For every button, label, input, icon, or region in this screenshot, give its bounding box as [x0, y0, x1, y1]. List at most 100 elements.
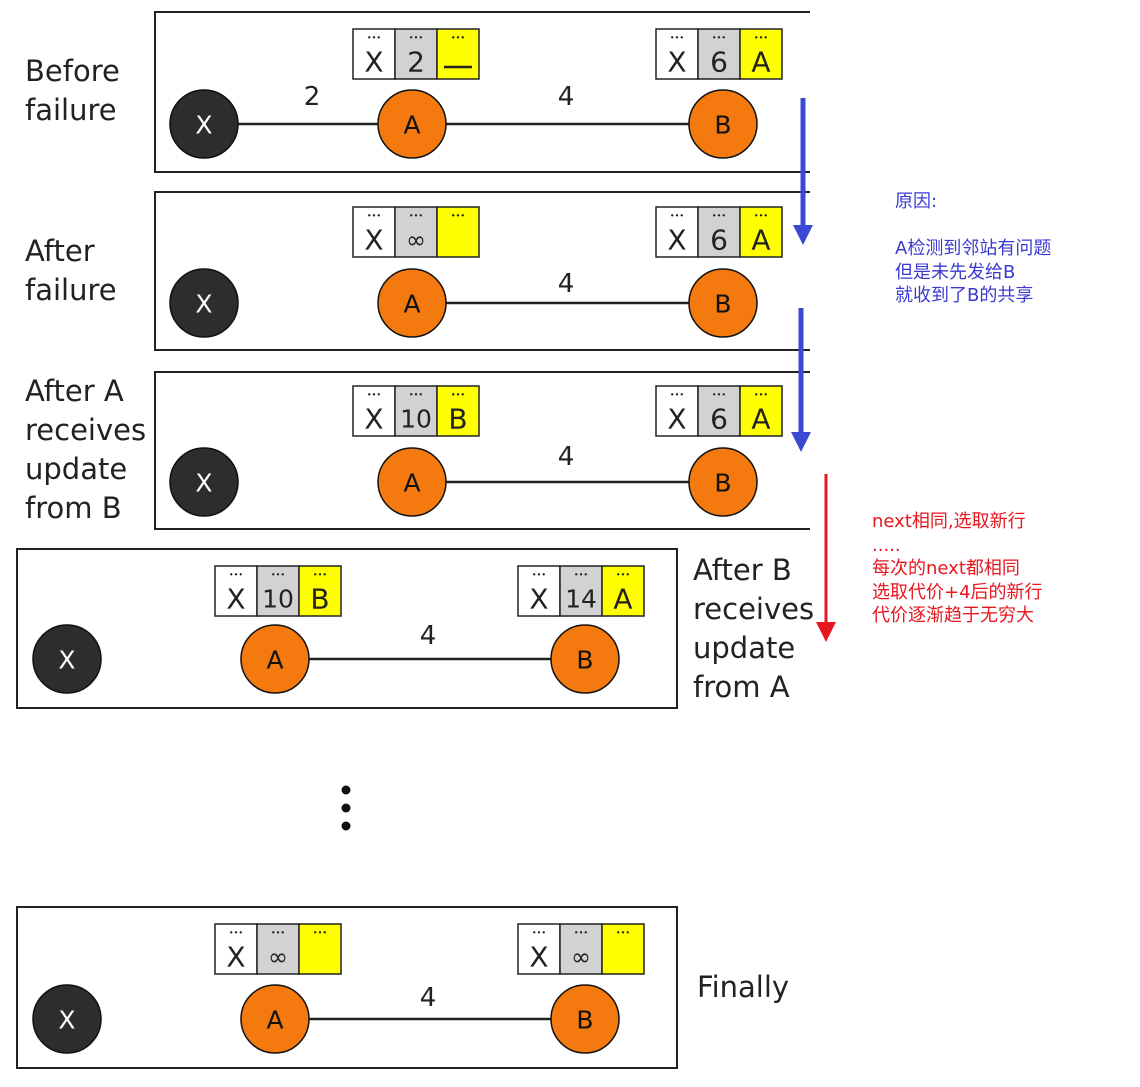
table-cell [739, 206, 783, 258]
table-value: X [226, 941, 245, 974]
table-value: 10 [262, 585, 294, 614]
link-cost-A-B: 4 [558, 269, 575, 299]
table-cell [352, 206, 396, 258]
node-label-A: A [266, 1006, 283, 1035]
node-label-B: B [714, 290, 731, 319]
cell-dots: ••• [451, 391, 465, 400]
cell-dots: ••• [367, 34, 381, 43]
cell-dots: ••• [271, 571, 285, 580]
table-cell [601, 565, 645, 617]
table-value: X [364, 403, 383, 436]
arrow-head [791, 432, 811, 452]
cell-dots: ••• [409, 391, 423, 400]
node-A [377, 89, 447, 159]
table-cell [298, 923, 342, 975]
cell-dots: ••• [712, 34, 726, 43]
stage-frame [154, 11, 810, 173]
table-cell [256, 565, 300, 617]
cell-dots: ••• [409, 34, 423, 43]
table-value: X [364, 224, 383, 257]
table-cell [256, 923, 300, 975]
cell-dots: ••• [712, 391, 726, 400]
cell-dots: ••• [367, 391, 381, 400]
node-label-X: X [195, 290, 212, 319]
arrow-blue-2 [791, 308, 811, 452]
cell-dots: ••• [754, 391, 768, 400]
cell-dots: ••• [670, 212, 684, 221]
table-value: A [613, 583, 632, 616]
table-value: B [448, 403, 467, 436]
link-cost-A-B: 4 [558, 82, 575, 112]
node-X [169, 268, 239, 338]
table-value: X [667, 224, 686, 257]
cell-dots: ••• [229, 571, 243, 580]
node-label-A: A [403, 469, 420, 498]
cell-dots: ••• [532, 571, 546, 580]
table-cell [517, 923, 561, 975]
node-label-X: X [58, 1006, 75, 1035]
table-cell [352, 28, 396, 80]
node-label-X: X [195, 469, 212, 498]
table-value: X [667, 403, 686, 436]
table-cell [352, 385, 396, 437]
table-value: 14 [565, 585, 597, 614]
link-cost-A-B: 4 [420, 621, 437, 651]
arrow-head [816, 622, 836, 642]
table-value: X [667, 46, 686, 79]
table-value: X [364, 46, 383, 79]
cell-dots: ••• [754, 34, 768, 43]
arrow-red [816, 474, 836, 642]
routing-table-B: ••• X ••• 6 ••• A [655, 385, 783, 437]
stage-label-after-a-update: After A receives update from B [25, 374, 147, 525]
cell-dots: ••• [532, 929, 546, 938]
node-B [688, 447, 758, 517]
ellipsis-dot-3 [341, 821, 351, 831]
ellipsis-dot-2 [341, 803, 351, 813]
table-cell [298, 565, 342, 617]
stage-label-before-failure: Before failure [25, 54, 120, 127]
node-A [377, 268, 447, 338]
routing-table-B: •••X•••∞••• [517, 923, 645, 975]
table-value: X [226, 583, 245, 616]
table-cell [436, 206, 480, 258]
table-cell [559, 923, 603, 975]
table-value: A [751, 224, 770, 257]
table-value: 2 [407, 46, 425, 79]
node-label-X: X [195, 111, 212, 140]
stage-frame [154, 191, 810, 351]
table-cell [517, 565, 561, 617]
table-value: A [751, 403, 770, 436]
cell-dots: ••• [754, 212, 768, 221]
cell-dots: ••• [574, 571, 588, 580]
node-B [688, 268, 758, 338]
node-A [377, 447, 447, 517]
node-B [550, 624, 620, 694]
node-X [169, 89, 239, 159]
stage-frame [16, 548, 678, 709]
table-cell [394, 206, 438, 258]
node-A [240, 624, 310, 694]
cell-dots: ••• [313, 929, 327, 938]
cell-dots: ••• [451, 212, 465, 221]
cell-dots: ••• [670, 391, 684, 400]
cause-note: 原因: A检测到邻站有问题 但是未先发给B 就收到了B的共享 [895, 191, 1052, 306]
table-value: 6 [710, 403, 728, 436]
table-cell [436, 385, 480, 437]
table-cell [697, 206, 741, 258]
routing-table-A: •••X•••∞••• [352, 206, 480, 258]
table-cell [697, 28, 741, 80]
stage-frame [16, 906, 678, 1069]
table-cell [436, 28, 480, 80]
table-value: B [310, 583, 329, 616]
node-A [240, 984, 310, 1054]
link-cost-A-B: 4 [420, 983, 437, 1013]
cell-dots: ••• [574, 929, 588, 938]
cell-dots: ••• [229, 929, 243, 938]
table-cell [214, 923, 258, 975]
node-label-B: B [576, 1006, 593, 1035]
ellipsis-dot-1 [341, 785, 351, 795]
cell-dots: ••• [712, 212, 726, 221]
